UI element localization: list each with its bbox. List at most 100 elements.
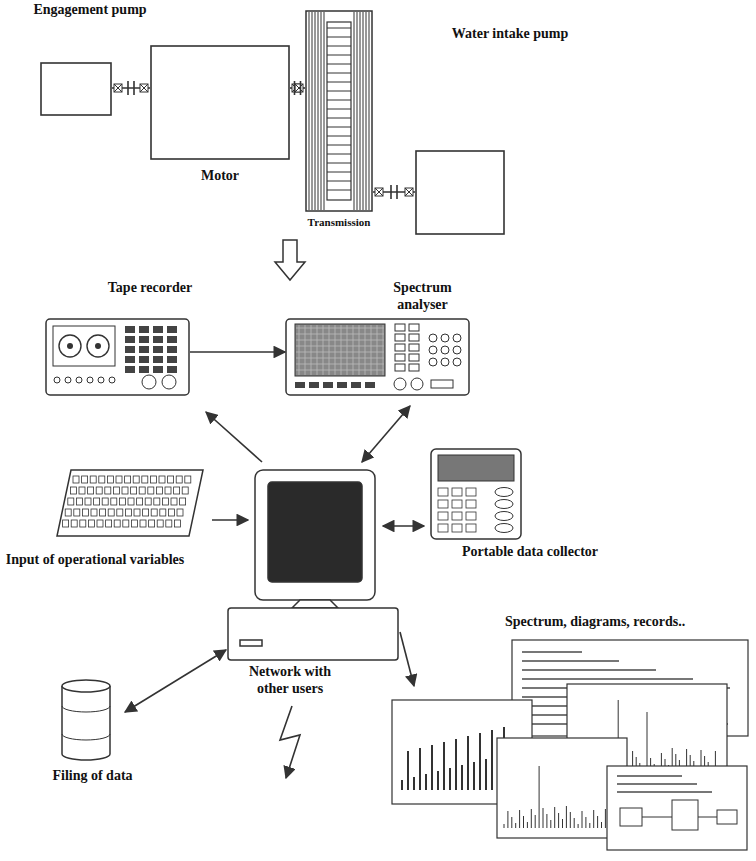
coupling-symbol xyxy=(396,185,398,199)
drawing-stroke xyxy=(111,498,117,505)
drawing-stroke xyxy=(419,748,421,790)
drawing-stroke xyxy=(617,791,712,793)
drawing-stroke xyxy=(582,811,583,828)
drawing-stroke xyxy=(68,498,74,505)
drawing-stroke xyxy=(327,163,351,164)
drawing-stroke xyxy=(99,476,105,483)
drawing-stroke xyxy=(90,476,96,483)
drawing-stroke xyxy=(153,336,163,343)
drawing-stroke xyxy=(466,512,476,520)
drawing-stroke xyxy=(409,364,419,371)
bearing-symbol xyxy=(295,84,303,92)
pump-box-node: Engagement pump xyxy=(30,2,150,120)
drawing-stroke xyxy=(698,817,717,818)
drawing-stroke xyxy=(167,346,177,353)
pump-box xyxy=(40,62,112,116)
drawing-stroke xyxy=(114,520,120,527)
drawing-stroke xyxy=(151,509,157,516)
drawing-stroke xyxy=(429,346,437,354)
drawing-stroke xyxy=(296,340,384,341)
drawing-stroke xyxy=(351,382,361,388)
drawing-stroke xyxy=(296,346,384,347)
drawing-stroke xyxy=(395,334,405,341)
keyboard-drawing xyxy=(55,468,205,538)
data-collector-drawing xyxy=(430,448,522,540)
drawing-stroke xyxy=(125,346,135,353)
drawing-stroke xyxy=(607,766,747,850)
drawing-stroke xyxy=(176,476,182,483)
drawing-stroke xyxy=(107,476,113,483)
gearbox-node: Transmission xyxy=(298,8,380,236)
drawing-stroke xyxy=(65,509,71,516)
bearing-symbol xyxy=(375,188,383,196)
drawing-stroke xyxy=(296,334,384,335)
drawing-stroke xyxy=(473,762,475,790)
drawing-stroke xyxy=(85,498,91,505)
drawing-stroke xyxy=(139,487,145,494)
drawing-stroke xyxy=(88,487,94,494)
drawing-stroke xyxy=(429,334,437,342)
drawing-stroke xyxy=(317,325,318,375)
drawing-stroke xyxy=(180,498,186,505)
drawing-stroke xyxy=(153,346,163,353)
drawing-stroke xyxy=(409,324,419,331)
coupling-symbol xyxy=(300,81,302,95)
drawing-stroke xyxy=(153,356,163,363)
drawing-stroke xyxy=(593,810,594,828)
drawing-stroke xyxy=(327,46,351,47)
drawing-stroke xyxy=(337,382,347,388)
drawing-stroke xyxy=(82,509,88,516)
drawing-stroke xyxy=(79,487,85,494)
drawing-stroke xyxy=(543,808,544,828)
document-stack-drawing xyxy=(382,638,752,853)
document-stack xyxy=(382,638,752,853)
drawing-stroke xyxy=(154,498,160,505)
drawing-stroke xyxy=(672,800,698,830)
spectrum-analyser-node: Spectrum analyser xyxy=(280,278,475,400)
drawing-stroke xyxy=(306,11,372,211)
drawing-stroke xyxy=(228,608,398,660)
drawing-stroke xyxy=(363,12,364,210)
gearbox-label: Transmission xyxy=(298,216,380,229)
drawing-stroke xyxy=(411,378,423,390)
drawing-stroke xyxy=(479,733,481,790)
drawing-stroke xyxy=(365,325,366,375)
drawing-stroke xyxy=(327,172,351,173)
drawing-stroke xyxy=(212,519,248,521)
drawing-stroke xyxy=(354,12,355,210)
drawing-stroke xyxy=(168,476,174,483)
drawing-stroke xyxy=(495,488,513,497)
drawing-stroke xyxy=(409,344,419,351)
drawing-stroke xyxy=(108,509,114,516)
drawing-stroke xyxy=(467,736,469,790)
drawing-stroke xyxy=(162,375,176,389)
drawing-stroke xyxy=(369,12,370,210)
drawing-stroke xyxy=(523,816,524,828)
drawing-stroke xyxy=(574,818,575,828)
drawing-stroke xyxy=(91,509,97,516)
drawing-stroke xyxy=(125,366,135,373)
drawing-stroke xyxy=(318,12,319,210)
drawing-stroke xyxy=(296,358,384,359)
drawing-stroke xyxy=(449,768,451,790)
drawing-stroke xyxy=(153,366,163,373)
drawing-stroke xyxy=(437,771,439,790)
drawing-stroke xyxy=(327,109,351,110)
drawing-stroke xyxy=(122,487,128,494)
drawing-stroke xyxy=(53,326,115,366)
device-label: Portable data collector xyxy=(455,544,605,561)
bearing-symbol xyxy=(405,188,413,196)
drawing-stroke xyxy=(522,678,693,680)
drawing-stroke xyxy=(585,817,586,828)
database-drawing xyxy=(60,678,112,762)
tape-recorder-drawing xyxy=(45,318,190,396)
bearing-symbol xyxy=(375,188,383,196)
drawing-stroke xyxy=(102,498,108,505)
drawing-stroke xyxy=(515,823,516,828)
drawing-stroke xyxy=(441,346,449,354)
flow-arrow xyxy=(275,240,305,280)
document-stack-node: Spectrum, diagrams, records.. xyxy=(378,612,754,858)
drawing-stroke xyxy=(167,366,177,373)
drawing-stroke xyxy=(383,325,384,375)
bearing-symbol xyxy=(295,84,303,92)
